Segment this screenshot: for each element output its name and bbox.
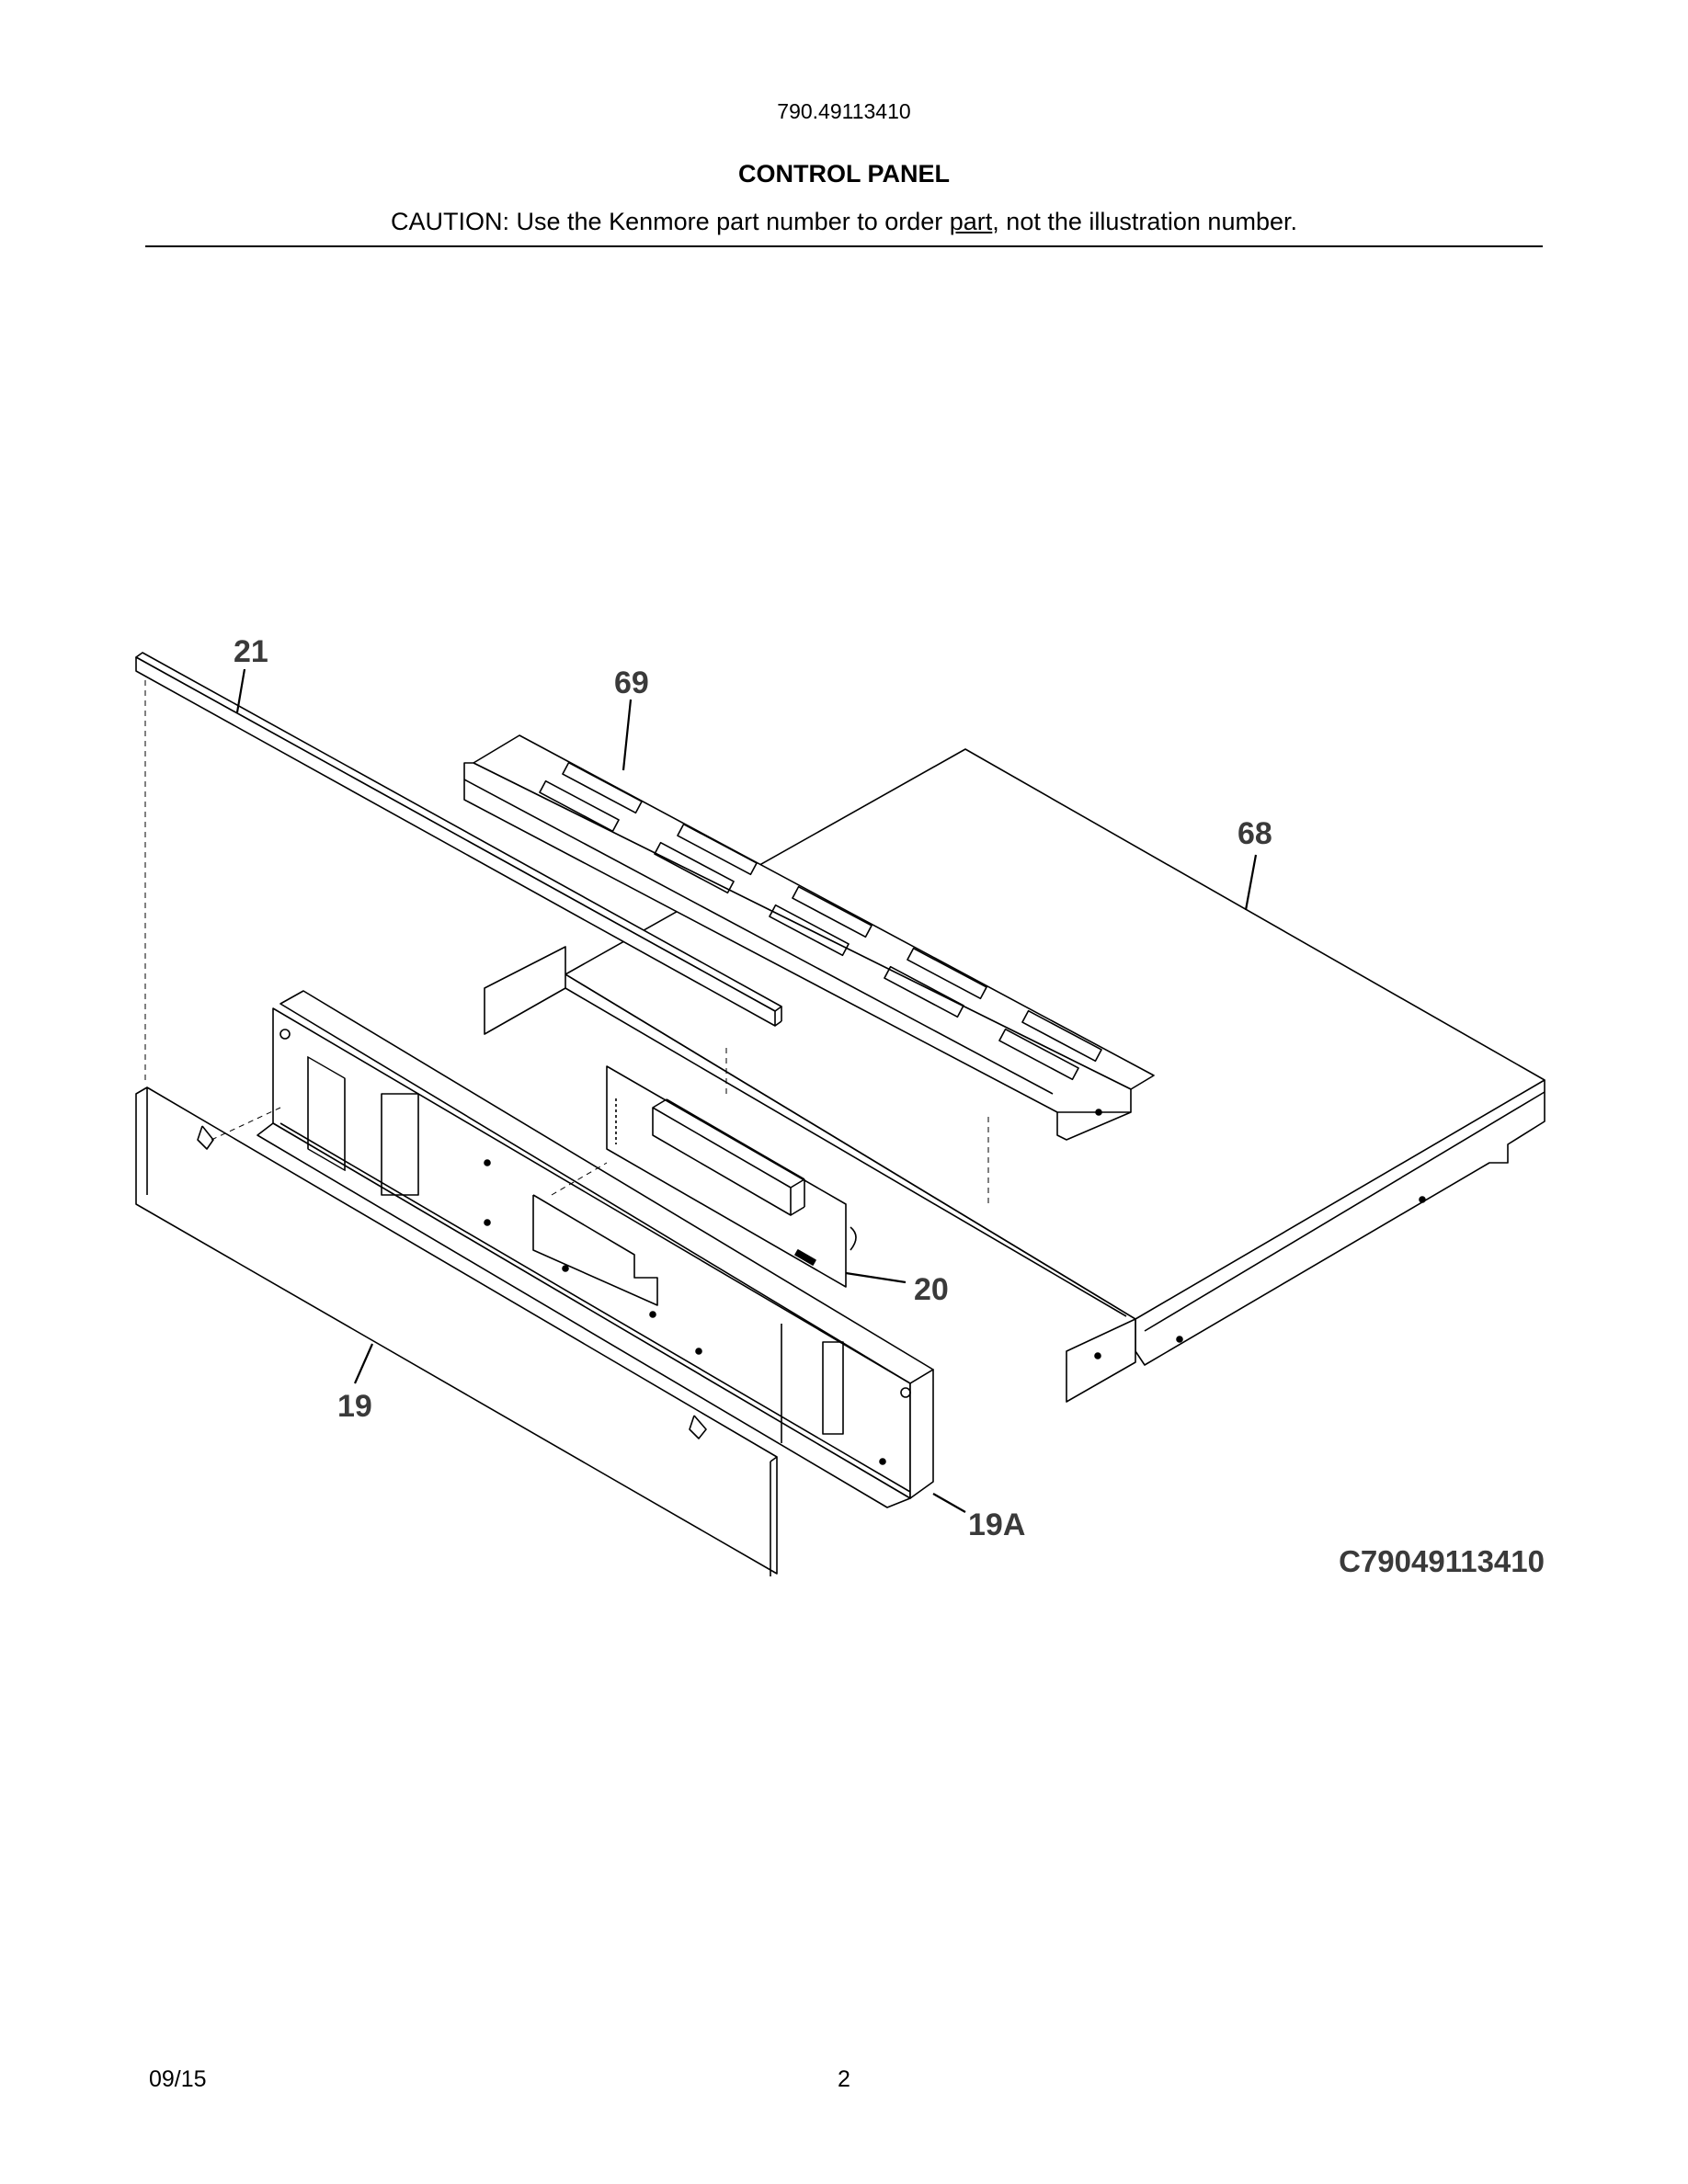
part-20-control-board xyxy=(606,1065,857,1288)
part-21-trim-strip xyxy=(135,652,782,1027)
part-19A-panel-housing xyxy=(257,990,934,1508)
assembly-guide-lines xyxy=(144,680,989,1204)
callout-69: 69 xyxy=(614,665,649,700)
drawing-number: C79049113410 xyxy=(1339,1544,1545,1578)
header-divider xyxy=(145,245,1543,247)
page-number: 2 xyxy=(838,2066,850,2092)
callout-19: 19 xyxy=(337,1389,372,1424)
model-number: 790.49113410 xyxy=(777,99,911,123)
caution-text-prefix: CAUTION: Use the Kenmore part number to … xyxy=(391,208,950,235)
caution-text-suffix: , not the illustration number. xyxy=(992,208,1297,235)
part-19-glass-panel xyxy=(135,1086,778,1576)
callout-68: 68 xyxy=(1237,816,1272,851)
part-69-vent-bracket xyxy=(463,734,1155,1141)
caution-notice: CAUTION: Use the Kenmore part number to … xyxy=(0,208,1688,236)
vent-slots xyxy=(539,761,1102,1081)
side-bracket xyxy=(484,946,566,1035)
callout-19A: 19A xyxy=(968,1507,1025,1542)
leader-lines xyxy=(235,668,1258,1513)
callout-20: 20 xyxy=(914,1272,949,1307)
page-title: CONTROL PANEL xyxy=(737,160,950,188)
callout-21: 21 xyxy=(234,634,268,669)
caution-text-underlined: part xyxy=(949,208,993,235)
footer-date: 09/15 xyxy=(149,2066,207,2092)
